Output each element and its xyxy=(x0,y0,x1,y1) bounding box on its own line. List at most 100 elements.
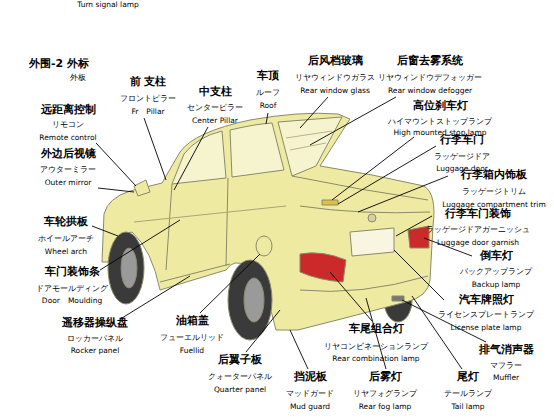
leader-line xyxy=(358,176,448,212)
leader-line xyxy=(246,310,280,352)
part-label: 尾灯 xyxy=(457,371,479,384)
part-label: アウターミラー xyxy=(40,165,96,174)
rocker-line xyxy=(160,264,230,282)
defogger-line xyxy=(290,143,326,150)
part-label: Mud guard xyxy=(290,403,330,412)
leader-line xyxy=(332,137,414,200)
part-label: Roof xyxy=(260,102,277,111)
outer-mirror xyxy=(134,180,150,196)
part-label: フューエルリッド xyxy=(160,333,224,342)
part-label: 车门装饰条 xyxy=(45,266,100,279)
part-label: リヤフォグランプ xyxy=(353,389,417,398)
leader-line xyxy=(174,127,208,190)
part-label: 高位刹车灯 xyxy=(413,100,468,113)
door-moulding xyxy=(134,206,286,222)
part-label: 外边后视镜 xyxy=(41,148,96,161)
part-label: Backup lamp xyxy=(472,281,521,290)
part-label: 外围-2 xyxy=(29,58,63,71)
part-label: 行李箱内饰板 xyxy=(461,169,527,182)
leader-line xyxy=(402,300,486,342)
part-label: 前 支柱 xyxy=(130,76,167,89)
part-label: Wheel arch xyxy=(45,248,87,257)
tail-lamp xyxy=(300,253,346,282)
leader-line xyxy=(122,276,190,318)
part-label: Fr Pillar xyxy=(131,108,164,117)
part-label: ハイマウントストップランプ xyxy=(388,117,492,126)
part-label: ルーフ xyxy=(256,88,280,97)
part-label: 行李车门 xyxy=(440,134,484,147)
tail-lamp xyxy=(408,226,429,248)
leader-line xyxy=(266,113,268,124)
part-label: 外板 xyxy=(70,73,86,82)
stop-lamp xyxy=(322,200,338,205)
part-label: Luggage door garnish xyxy=(437,239,519,248)
part-label: ラッゲージドア xyxy=(434,152,490,161)
leader-line xyxy=(144,118,166,180)
door-line xyxy=(226,178,228,266)
part-label: Remote control xyxy=(39,134,96,143)
part-label: License plate lamp xyxy=(451,324,522,333)
emblem xyxy=(368,214,376,222)
part-label: ラッゲージトリム xyxy=(462,187,526,196)
part-label: 后雾灯 xyxy=(369,371,402,384)
part-label: ラッゲージドアガーニッシュ xyxy=(426,225,530,234)
side-window xyxy=(172,131,226,184)
part-label: リヤウィンドウデフォッガー xyxy=(378,73,482,82)
leader-line xyxy=(290,330,308,369)
part-label: テールランプ xyxy=(444,389,492,398)
side-window xyxy=(230,123,284,177)
leader-line xyxy=(100,220,180,270)
part-label: 挡泥板 xyxy=(294,371,327,384)
leader-line xyxy=(394,250,444,300)
part-label: Fuellid xyxy=(180,347,204,356)
wheel-rim xyxy=(244,278,264,322)
part-label: 车顶 xyxy=(257,70,279,83)
wheel-rim xyxy=(121,248,137,288)
rear-window xyxy=(278,117,342,176)
fuel-lid xyxy=(256,236,272,256)
trunk-edge xyxy=(292,176,428,200)
part-label: マッドガード xyxy=(286,389,334,398)
part-label: Rear window glass xyxy=(300,87,370,96)
part-label: Center Pillar xyxy=(192,117,238,126)
leader-line xyxy=(338,146,436,204)
leader-line xyxy=(330,272,372,321)
part-label: センターピラー xyxy=(187,103,243,112)
part-label: 中支柱 xyxy=(199,86,232,99)
part-label: 油箱盖 xyxy=(176,315,209,328)
part-label: Muffler xyxy=(493,374,519,383)
part-label: ロッカーパネル xyxy=(67,334,123,343)
part-label: 行李车门装饰 xyxy=(445,208,511,221)
part-label: 后翼子板 xyxy=(218,354,262,367)
part-label: リヤコンビネーションランプ xyxy=(324,342,428,351)
part-label: Tail lamp xyxy=(451,403,484,412)
leader-line xyxy=(300,97,328,128)
part-label: クォーターパネル xyxy=(208,372,272,381)
part-label: ドアモールディング xyxy=(36,284,108,293)
part-label: 后风档玻璃 xyxy=(308,55,363,68)
leader-line xyxy=(310,97,396,145)
wheel xyxy=(108,232,144,304)
part-label: 遥移器操纵盘 xyxy=(62,317,128,330)
part-label: フロントピラー xyxy=(120,94,176,103)
part-label: Outer mirror xyxy=(45,179,92,188)
part-label: リモコン xyxy=(52,120,84,129)
leader-line xyxy=(98,188,134,192)
leader-line xyxy=(92,226,118,236)
part-label: バックアップランプ xyxy=(460,267,532,276)
bumper-line xyxy=(300,276,428,291)
leader-line xyxy=(200,254,260,313)
part-label: 后窗去雾系统 xyxy=(397,55,463,68)
part-label: ライセンスプレートランプ xyxy=(438,310,534,319)
license-plate xyxy=(350,228,394,256)
part-label: マフラー xyxy=(490,361,522,370)
part-label: 外标 xyxy=(67,58,89,71)
part-label: 车尾组合灯 xyxy=(349,323,404,336)
part-label: 倒车灯 xyxy=(480,250,513,263)
leader-line xyxy=(96,143,136,186)
part-label: Rear window defogger xyxy=(388,87,472,96)
part-label: Door Moulding xyxy=(42,297,102,306)
part-label: 车轮拱板 xyxy=(44,216,88,229)
part-label: リヤウィンドウガラス xyxy=(295,73,375,82)
